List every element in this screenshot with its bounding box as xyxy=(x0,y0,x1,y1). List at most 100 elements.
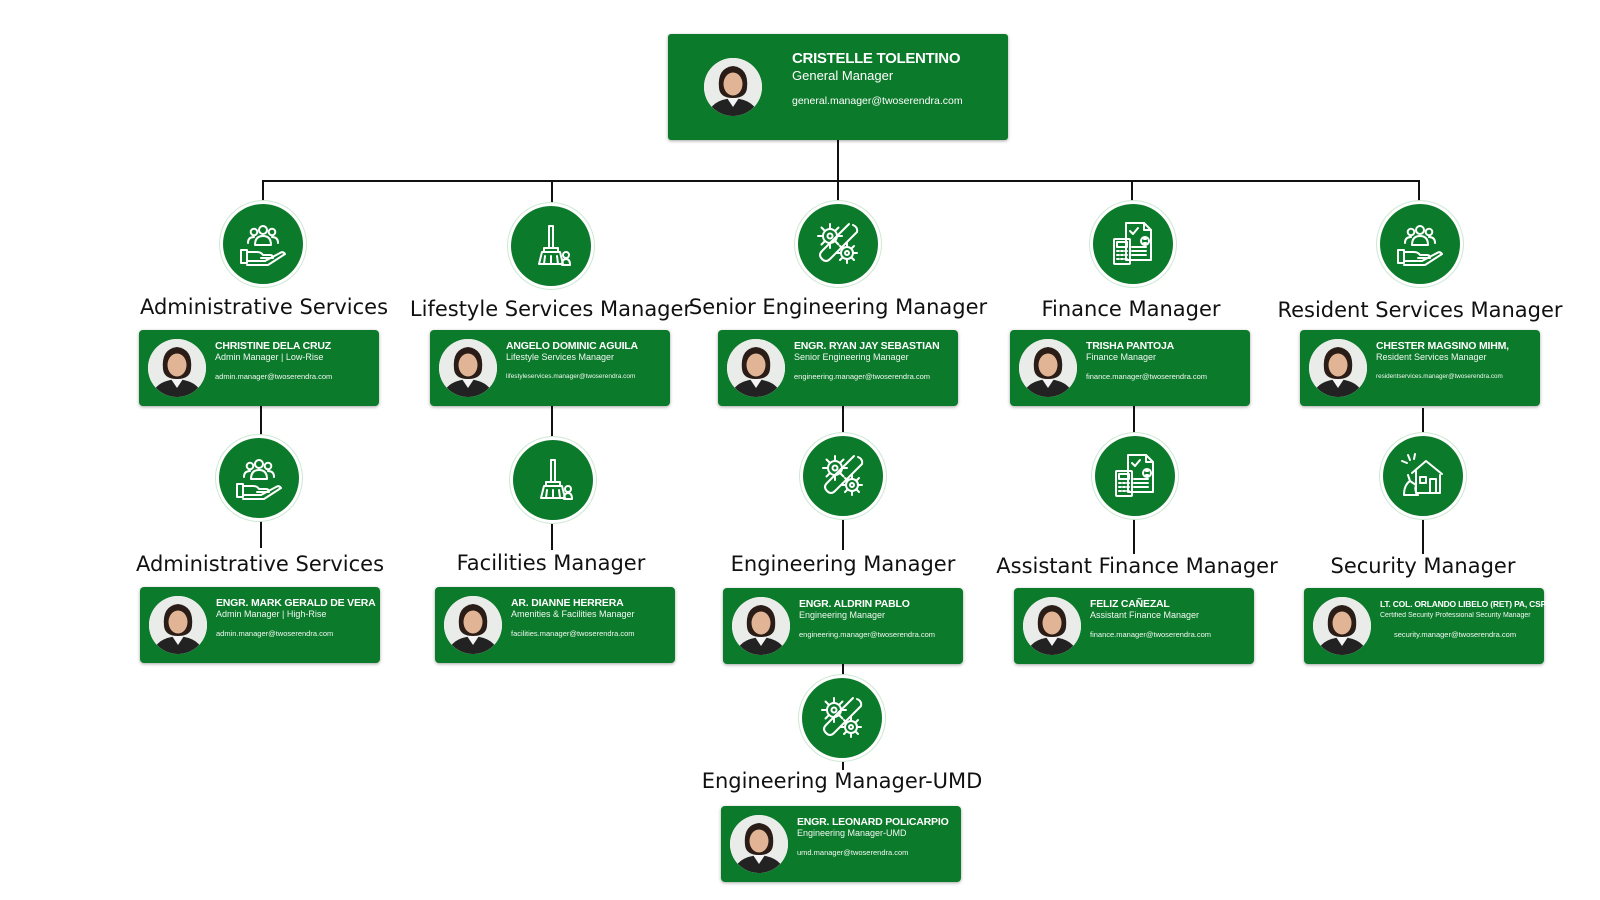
person-email: admin.manager@twoserendra.com xyxy=(216,629,334,638)
person-email: facilities.manager@twoserendra.com xyxy=(511,629,635,638)
person-role: Resident Services Manager xyxy=(1376,352,1487,362)
department-label: Engineering Manager-UMD xyxy=(701,769,983,793)
person-role: Admin Manager | Low-Rise xyxy=(215,352,324,362)
person-role: Lifestyle Services Manager xyxy=(506,352,615,362)
avatar xyxy=(727,339,785,397)
manager-card: TRISHA PANTOJA Finance Manager finance.m… xyxy=(1010,330,1250,406)
connector-line xyxy=(1422,408,1424,438)
person-name: AR. DIANNE HERRERA xyxy=(511,597,624,609)
department-label: Resident Services Manager xyxy=(1277,298,1563,322)
connector-line xyxy=(1131,180,1133,202)
broom-cleaning-icon xyxy=(513,440,593,520)
general-manager-card: CRISTELLE TOLENTINO General Manager gene… xyxy=(668,34,1008,140)
person-name: CHRISTINE DELA CRUZ xyxy=(215,340,331,352)
connector-line xyxy=(260,406,262,438)
department-label: Lifestyle Services Manager xyxy=(409,297,693,321)
department-label: Engineering Manager xyxy=(730,552,956,576)
person-email: umd.manager@twoserendra.com xyxy=(797,848,909,857)
person-role: Admin Manager | High-Rise xyxy=(216,609,327,619)
person-role: Assistant Finance Manager xyxy=(1090,610,1200,620)
person-name: LT. COL. ORLANDO LIBELO (RET) PA, CSP xyxy=(1380,599,1547,609)
person-email: general.manager@twoserendra.com xyxy=(792,95,963,107)
department-label: Administrative Services xyxy=(135,552,385,576)
avatar xyxy=(1313,597,1371,655)
manager-card: ENGR. ALDRIN PABLO Engineering Manager e… xyxy=(723,588,963,664)
connector-line xyxy=(551,518,553,550)
manager-card: AR. DIANNE HERRERA Amenities & Facilitie… xyxy=(435,587,675,663)
connector-line xyxy=(262,180,264,202)
horizontal-connector xyxy=(262,180,1420,182)
person-name: ENGR. RYAN JAY SEBASTIAN xyxy=(794,340,940,352)
avatar xyxy=(704,58,762,116)
manager-card: ANGELO DOMINIC AGUILA Lifestyle Services… xyxy=(430,330,670,406)
person-name: ENGR. MARK GERALD DE VERA xyxy=(216,597,376,609)
person-email: finance.manager@twoserendra.com xyxy=(1086,372,1208,381)
connector-line xyxy=(837,180,839,202)
handshake-people-icon xyxy=(1380,204,1460,284)
avatar xyxy=(730,815,788,873)
person-role: Engineering Manager xyxy=(799,610,886,620)
connector-line xyxy=(1133,406,1135,436)
avatar xyxy=(444,596,502,654)
department-label: Senior Engineering Manager xyxy=(688,295,988,319)
connector-line xyxy=(842,664,844,678)
person-name: ENGR. ALDRIN PABLO xyxy=(799,598,910,610)
avatar xyxy=(1019,339,1077,397)
person-role: Engineering Manager-UMD xyxy=(797,828,907,838)
gear-wrench-icon xyxy=(803,436,883,516)
manager-card: ENGR. RYAN JAY SEBASTIAN Senior Engineer… xyxy=(718,330,958,406)
avatar xyxy=(149,596,207,654)
manager-card: FELIZ CAÑEZAL Assistant Finance Manager … xyxy=(1014,588,1254,664)
department-label: Assistant Finance Manager xyxy=(996,554,1278,578)
person-email: engineering.manager@twoserendra.com xyxy=(799,630,936,639)
connector-line xyxy=(842,758,844,770)
calculator-invoice-icon xyxy=(1093,204,1173,284)
connector-line xyxy=(842,406,844,436)
avatar xyxy=(1309,339,1367,397)
avatar xyxy=(148,339,206,397)
person-role: Certified Security Professional Security… xyxy=(1380,612,1531,619)
connector-line xyxy=(551,406,553,440)
manager-card: ENGR. MARK GERALD DE VERA Admin Manager … xyxy=(140,587,380,663)
handshake-people-icon xyxy=(223,204,303,284)
department-label: Administrative Services xyxy=(139,295,389,319)
person-name: ANGELO DOMINIC AGUILA xyxy=(506,340,638,352)
person-email: finance.manager@twoserendra.com xyxy=(1090,630,1212,639)
person-role: Finance Manager xyxy=(1086,352,1157,362)
person-role: General Manager xyxy=(792,68,894,83)
connector-line xyxy=(1418,180,1420,202)
person-email: admin.manager@twoserendra.com xyxy=(215,372,333,381)
person-email: residentservices.manager@twoserendra.com xyxy=(1376,373,1503,380)
person-email: engineering.manager@twoserendra.com xyxy=(794,372,931,381)
manager-card: LT. COL. ORLANDO LIBELO (RET) PA, CSP Ce… xyxy=(1304,588,1547,664)
manager-card: ENGR. LEONARD POLICARPIO Engineering Man… xyxy=(721,806,961,882)
connector-line xyxy=(551,180,553,204)
avatar xyxy=(1023,597,1081,655)
broom-cleaning-icon xyxy=(511,206,591,286)
avatar xyxy=(732,597,790,655)
department-label: Security Manager xyxy=(1330,554,1516,578)
person-name: CRISTELLE TOLENTINO xyxy=(792,50,961,67)
manager-card: CHRISTINE DELA CRUZ Admin Manager | Low-… xyxy=(139,330,379,406)
person-role: Amenities & Facilities Manager xyxy=(511,609,635,619)
manager-card: CHESTER MAGSINO MIHM, Resident Services … xyxy=(1300,330,1540,406)
calculator-invoice-icon xyxy=(1095,436,1175,516)
department-label: Finance Manager xyxy=(1041,297,1221,321)
department-label: Facilities Manager xyxy=(456,551,646,575)
avatar xyxy=(439,339,497,397)
person-email: lifestyleservices.manager@twoserendra.co… xyxy=(506,373,636,380)
house-security-icon xyxy=(1383,436,1463,516)
connector-line xyxy=(1422,516,1424,554)
person-role: Senior Engineering Manager xyxy=(794,352,909,362)
connector-line xyxy=(1133,516,1135,554)
person-name: ENGR. LEONARD POLICARPIO xyxy=(797,816,949,828)
person-name: TRISHA PANTOJA xyxy=(1086,340,1175,352)
handshake-people-icon xyxy=(219,438,299,518)
gear-wrench-icon xyxy=(802,678,882,758)
person-name: FELIZ CAÑEZAL xyxy=(1090,598,1170,610)
person-name: CHESTER MAGSINO MIHM, xyxy=(1376,340,1509,352)
connector-line xyxy=(837,140,839,182)
gear-wrench-icon xyxy=(798,204,878,284)
connector-line xyxy=(260,518,262,548)
connector-line xyxy=(842,516,844,550)
